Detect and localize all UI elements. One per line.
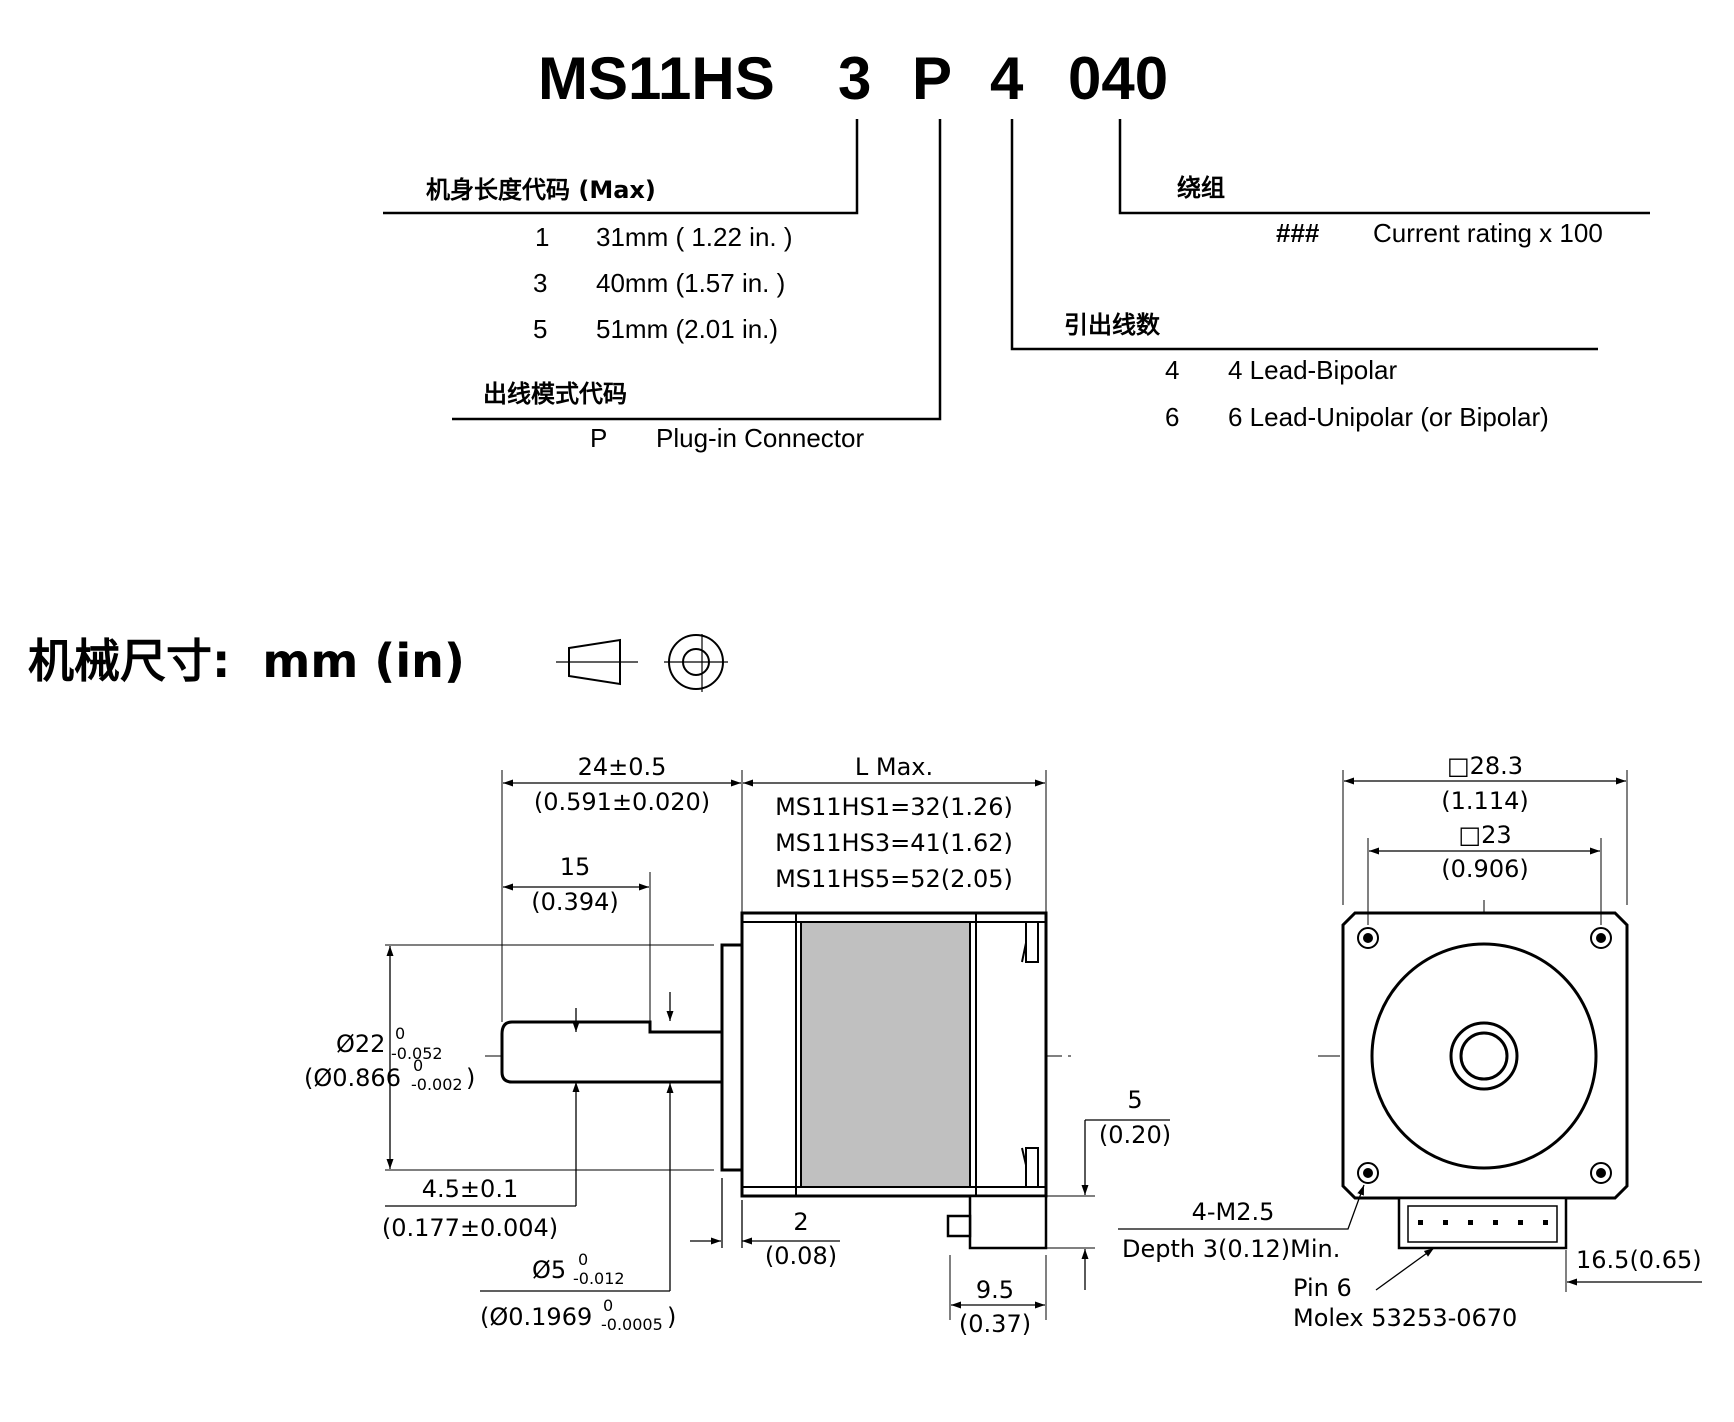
dim-tol-lower: -0.0005 bbox=[601, 1315, 663, 1334]
lead-count-desc: 4 Lead-Bipolar bbox=[1228, 355, 1397, 385]
dim-shaft-diameter: Ø5 bbox=[532, 1256, 566, 1284]
dim-tol-lower: -0.002 bbox=[411, 1075, 463, 1094]
model-length-code: 3 bbox=[838, 45, 871, 112]
dim-connector-offset: 16.5(0.65) bbox=[1576, 1246, 1702, 1274]
winding-block: 绕组 ### Current rating x 100 bbox=[1177, 174, 1603, 248]
model-code: MS11HS 3 P 4 040 bbox=[538, 45, 1168, 112]
connector-part-number: Molex 53253-0670 bbox=[1293, 1304, 1517, 1332]
length-code-block: 机身长度代码 (Max) 1 31mm ( 1.22 in. ) 3 40mm … bbox=[426, 176, 793, 344]
dim-shaft-length: 24±0.5 bbox=[578, 753, 667, 781]
length-code-header: 机身长度代码 (Max) bbox=[426, 176, 656, 204]
winding-desc: Current rating x 100 bbox=[1373, 218, 1603, 248]
dim-shaft-diameter-in-close: ) bbox=[667, 1303, 676, 1331]
pin-label: Pin 6 bbox=[1293, 1274, 1352, 1302]
dim-connector-height-in: (0.20) bbox=[1099, 1121, 1171, 1149]
connection-code-block: 出线模式代码 P Plug-in Connector bbox=[483, 380, 864, 453]
model-winding-code: 040 bbox=[1068, 45, 1168, 112]
length-code-item: 5 bbox=[533, 314, 547, 344]
dim-flat-length: 15 bbox=[560, 853, 591, 881]
length-code-desc: 31mm ( 1.22 in. ) bbox=[596, 222, 793, 252]
winding-header: 绕组 bbox=[1177, 174, 1225, 202]
connection-code-item: P bbox=[590, 423, 607, 453]
projection-symbol-icon bbox=[556, 634, 728, 692]
lead-count-item: 6 bbox=[1165, 402, 1179, 432]
model-connection-code: P bbox=[912, 45, 952, 112]
dim-tol-upper: 0 bbox=[603, 1296, 613, 1315]
dim-boss-height: 2 bbox=[793, 1208, 808, 1236]
lead-count-desc: 6 Lead-Unipolar (or Bipolar) bbox=[1228, 402, 1549, 432]
dim-square-outer: □28.3 bbox=[1447, 752, 1523, 780]
length-code-desc: 51mm (2.01 in.) bbox=[596, 314, 778, 344]
model-base: MS11HS bbox=[538, 45, 775, 112]
dim-boss-diameter-in: (Ø0.866 bbox=[304, 1064, 401, 1092]
length-code-item: 1 bbox=[535, 222, 549, 252]
dim-square-inner: □23 bbox=[1458, 821, 1511, 849]
dim-tol-lower: -0.052 bbox=[391, 1044, 443, 1063]
code-callout-lines bbox=[383, 119, 1650, 421]
dim-l-max-row: MS11HS1=32(1.26) bbox=[775, 793, 1013, 821]
dim-tol-upper: 0 bbox=[395, 1024, 405, 1043]
dim-connector-width-in: (0.37) bbox=[959, 1310, 1031, 1338]
dim-tol-upper: 0 bbox=[413, 1056, 423, 1075]
dim-connector-height: 5 bbox=[1127, 1086, 1142, 1114]
length-code-desc: 40mm (1.57 in. ) bbox=[596, 268, 785, 298]
screw-depth: Depth 3(0.12)Min. bbox=[1122, 1235, 1340, 1263]
model-lead-code: 4 bbox=[990, 45, 1024, 112]
dim-boss-diameter-in-close: ) bbox=[466, 1064, 475, 1092]
dim-l-max-row: MS11HS3=41(1.62) bbox=[775, 829, 1013, 857]
dim-shaft-length-in: (0.591±0.020) bbox=[534, 788, 710, 816]
lead-count-item: 4 bbox=[1165, 355, 1179, 385]
dim-square-outer-in: (1.114) bbox=[1441, 787, 1528, 815]
connection-code-desc: Plug-in Connector bbox=[656, 423, 864, 453]
dim-flat-length-in: (0.394) bbox=[531, 888, 618, 916]
dim-tol-lower: -0.012 bbox=[573, 1269, 625, 1288]
dim-square-inner-in: (0.906) bbox=[1441, 855, 1528, 883]
dim-flat-depth-in: (0.177±0.004) bbox=[382, 1214, 558, 1242]
winding-code: ### bbox=[1276, 218, 1320, 248]
dim-shaft-diameter-in: (Ø0.1969 bbox=[480, 1303, 592, 1331]
dim-boss-height-in: (0.08) bbox=[765, 1242, 837, 1270]
lead-count-header: 引出线数 bbox=[1064, 311, 1161, 339]
dim-boss-diameter: Ø22 bbox=[336, 1030, 385, 1058]
dim-connector-width: 9.5 bbox=[976, 1276, 1014, 1304]
length-code-item: 3 bbox=[533, 268, 547, 298]
dim-tol-upper: 0 bbox=[578, 1250, 588, 1269]
lead-count-block: 引出线数 4 4 Lead-Bipolar 6 6 Lead-Unipolar … bbox=[1064, 311, 1549, 432]
connector-pins bbox=[1418, 1220, 1548, 1225]
dim-flat-depth: 4.5±0.1 bbox=[422, 1175, 518, 1203]
front-view: □28.3 (1.114) □23 (0.906) 4-M2.5 Depth 3… bbox=[1118, 752, 1702, 1332]
section-title: 机械尺寸: mm (in) bbox=[28, 634, 465, 688]
dim-l-max-row: MS11HS5=52(2.05) bbox=[775, 865, 1013, 893]
side-view: 24±0.5 (0.591±0.020) L Max. MS11HS1=32(1… bbox=[304, 753, 1171, 1338]
dim-l-max: L Max. bbox=[855, 753, 933, 781]
screw-spec: 4-M2.5 bbox=[1192, 1198, 1275, 1226]
connection-code-header: 出线模式代码 bbox=[483, 380, 627, 408]
